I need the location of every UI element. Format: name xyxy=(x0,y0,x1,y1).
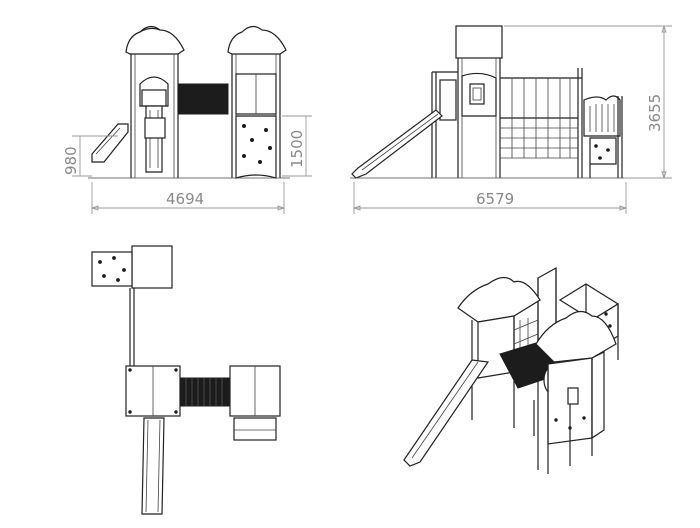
dim-front-width: 4694 xyxy=(166,190,204,208)
isometric-view xyxy=(403,266,620,474)
dim-side-width: 6579 xyxy=(476,190,514,208)
slide-plan xyxy=(141,417,165,515)
tunnel-front xyxy=(177,83,229,115)
window-panel xyxy=(469,83,485,105)
dim-platform-height: 1500 xyxy=(288,130,306,168)
roof-left-iso xyxy=(457,276,541,323)
front-elevation-view: 4694 980 1500 xyxy=(62,25,312,214)
dim-slide-height: 980 xyxy=(62,146,80,175)
slide-iso xyxy=(403,359,490,467)
roof-front-iso xyxy=(535,310,617,363)
tunnel-plan xyxy=(179,377,231,407)
dim-total-height: 3655 xyxy=(646,94,664,132)
side-elevation-view: 6579 3655 xyxy=(350,24,672,214)
plan-view xyxy=(91,245,281,515)
